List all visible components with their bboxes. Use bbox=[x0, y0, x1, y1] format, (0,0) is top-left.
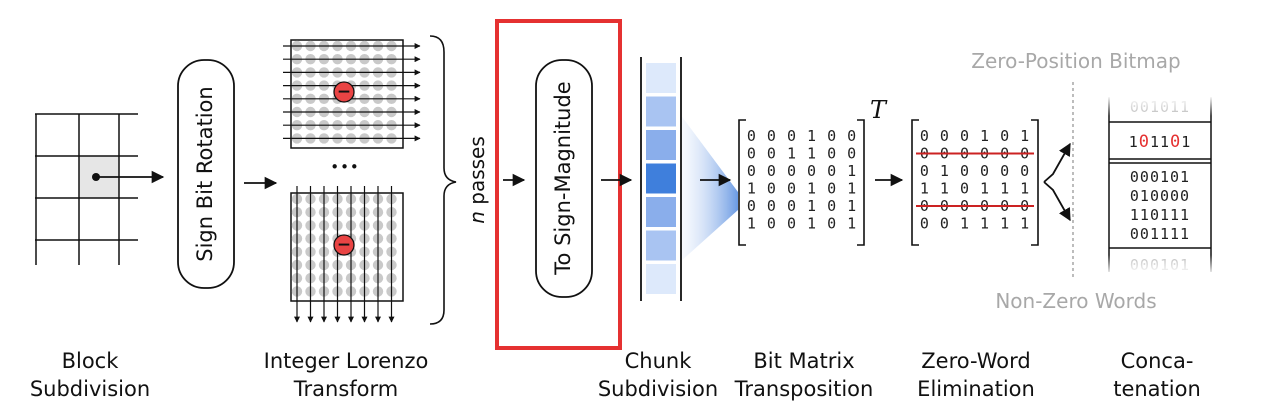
bit-row: 0 0 0 1 0 1 bbox=[747, 197, 857, 215]
nonzero-word: 001111 bbox=[1130, 225, 1190, 243]
caption-chunk-line2: Subdivision bbox=[598, 377, 718, 401]
caption-zero-word-line2: Elimination bbox=[917, 377, 1035, 401]
bit-row: 0 0 1 1 1 1 bbox=[920, 215, 1030, 233]
passes-label: n passes bbox=[465, 136, 489, 224]
bit-row: 1 0 0 1 0 1 bbox=[747, 180, 857, 198]
sign-bit-rotation-box: Sign Bit Rotation bbox=[177, 59, 235, 289]
chunk-cell bbox=[646, 63, 676, 93]
lorenzo-row-pass-grid: − bbox=[283, 39, 421, 149]
bit-row: 0 1 0 0 0 0 bbox=[920, 162, 1030, 180]
nonzero-word: 110111 bbox=[1130, 206, 1190, 224]
caption-chunk-line1: Chunk bbox=[625, 349, 693, 373]
chunk-cell bbox=[646, 96, 676, 127]
lorenzo-column-pass-grid: − bbox=[290, 186, 404, 323]
passes-n: n bbox=[465, 211, 489, 224]
bitmap-bit: 1 bbox=[1129, 133, 1139, 151]
minus-symbol-top: − bbox=[337, 82, 351, 102]
nonzero-word: 000101 bbox=[1130, 168, 1190, 186]
arrow-to-words bbox=[1043, 181, 1071, 222]
transposed-bit-matrix: 0 0 0 1 0 00 0 1 1 0 00 0 0 0 0 11 0 0 1… bbox=[738, 119, 865, 246]
captions: Block Subdivision Integer Lorenzo Transf… bbox=[30, 349, 1201, 401]
bit-row: 1 0 0 1 0 1 bbox=[747, 215, 857, 233]
bitmap-bit: 1 bbox=[1150, 133, 1160, 151]
caption-transpose-line1: Bit Matrix bbox=[753, 349, 854, 373]
bit-row: 0 0 0 0 0 1 bbox=[747, 162, 857, 180]
bit-row: 0 0 1 1 0 0 bbox=[747, 145, 857, 163]
minus-marker-top bbox=[333, 81, 355, 103]
chunk-cell bbox=[646, 197, 676, 227]
caption-lorenzo-line2: Transform bbox=[293, 377, 398, 401]
caption-zero-word-line1: Zero-Word bbox=[921, 349, 1030, 373]
bit-row: 0 0 0 1 0 0 bbox=[747, 127, 857, 145]
zero-word-elimination-matrix: 0 0 0 1 0 10 0 0 0 0 00 1 0 0 0 01 1 0 1… bbox=[911, 119, 1039, 246]
sign-magnitude-box: To Sign-Magnitude bbox=[535, 59, 593, 298]
minus-marker-bottom bbox=[333, 234, 355, 256]
chunk-cell bbox=[646, 130, 676, 160]
caption-lorenzo-line1: Integer Lorenzo bbox=[264, 349, 429, 373]
bit-row: 1 1 0 1 1 1 bbox=[920, 180, 1030, 198]
bitmap-bit: 1 bbox=[1181, 133, 1191, 151]
chunk-cell bbox=[646, 163, 676, 194]
transpose-symbol: T bbox=[870, 96, 888, 124]
chunk-cell bbox=[646, 230, 676, 261]
caption-concat-line2: tenation bbox=[1113, 377, 1201, 401]
arrow-to-bitmap bbox=[1043, 142, 1071, 183]
sign-bit-rotation-label: Sign Bit Rotation bbox=[193, 86, 217, 261]
concat-bitmap-word: 101101 bbox=[1129, 132, 1192, 152]
nonzero-label: Non-Zero Words bbox=[995, 289, 1156, 313]
nonzero-word: 010000 bbox=[1130, 187, 1190, 205]
chunk-fan bbox=[680, 114, 738, 262]
sign-magnitude-label: To Sign-Magnitude bbox=[551, 81, 575, 275]
chunk-cell bbox=[646, 264, 676, 294]
minus-symbol-bottom: − bbox=[337, 235, 351, 255]
bitmap-bit: 1 bbox=[1160, 133, 1170, 151]
caption-block-line1: Block bbox=[62, 349, 120, 373]
caption-block-line2: Subdivision bbox=[30, 377, 150, 401]
bitmap-bit: 0 bbox=[1139, 132, 1150, 152]
block-grid bbox=[35, 113, 165, 265]
passes-text: passes bbox=[465, 136, 489, 211]
passes-brace bbox=[429, 35, 457, 325]
ellipsis: ••• bbox=[330, 158, 360, 176]
chunk-column bbox=[640, 57, 738, 301]
bitmap-bit: 0 bbox=[1170, 132, 1181, 152]
bit-row: 0 0 0 1 0 1 bbox=[920, 127, 1030, 145]
caption-transpose-line2: Transposition bbox=[734, 377, 874, 401]
bitmap-label: Zero-Position Bitmap bbox=[971, 49, 1180, 73]
caption-concat-line1: Conca- bbox=[1121, 349, 1194, 373]
